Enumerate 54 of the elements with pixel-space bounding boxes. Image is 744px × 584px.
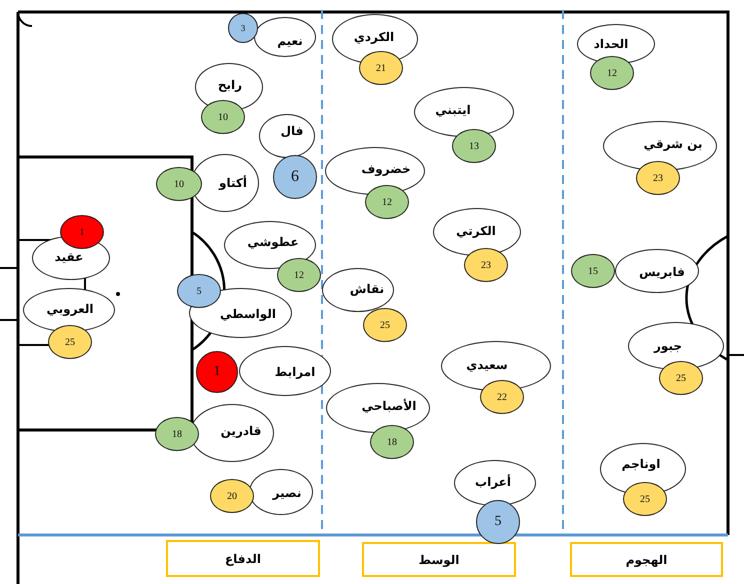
shirt-number: 21 bbox=[359, 51, 403, 85]
player-ellipse bbox=[254, 17, 316, 57]
player-name: عطوشي bbox=[247, 235, 299, 249]
player-name: عقيد bbox=[54, 250, 84, 264]
player-name: نصير bbox=[272, 486, 302, 500]
shirt-number: 18 bbox=[155, 417, 199, 451]
shirt-number: 18 bbox=[370, 425, 414, 459]
player-name: رابح bbox=[218, 78, 242, 92]
player-name: نقاش bbox=[350, 282, 384, 296]
shirt-number: 22 bbox=[480, 380, 524, 414]
shirt-number: 10 bbox=[156, 167, 202, 201]
shirt-number: 5 bbox=[476, 500, 520, 544]
shirt-number: 12 bbox=[590, 56, 634, 90]
player-name: خضروف bbox=[361, 162, 411, 176]
player-ellipse bbox=[615, 249, 699, 293]
shirt-number: 1 bbox=[196, 351, 238, 393]
player-name: فال bbox=[280, 124, 304, 138]
player-name: اوناجم bbox=[622, 457, 660, 471]
shirt-number: 15 bbox=[571, 254, 615, 288]
player-name: قادرين bbox=[220, 424, 262, 438]
player-name: الواسطي bbox=[220, 307, 276, 321]
player-name: فابريس bbox=[639, 265, 685, 279]
shirt-number: 23 bbox=[464, 248, 508, 282]
player-name: الكرتي bbox=[456, 224, 496, 238]
player-name: العروبي bbox=[46, 302, 94, 316]
zone-label: الهجوم bbox=[570, 542, 723, 577]
shirt-number: 12 bbox=[365, 185, 409, 219]
shirt-number: 25 bbox=[659, 361, 703, 395]
shirt-number: 5 bbox=[177, 274, 221, 308]
shirt-number: 1 bbox=[60, 215, 104, 249]
player-name: سعيدي bbox=[466, 358, 508, 372]
shirt-number: 20 bbox=[210, 479, 254, 513]
player-name: جبور bbox=[654, 339, 682, 353]
player-name: امرابط bbox=[274, 365, 316, 379]
shirt-number: 10 bbox=[201, 100, 245, 134]
player-name: أكتاو bbox=[219, 176, 247, 190]
shirt-number: 12 bbox=[277, 258, 321, 292]
zone-label: الدفاع bbox=[166, 540, 320, 577]
shirt-number: 3 bbox=[228, 13, 258, 43]
shirt-number: 23 bbox=[636, 161, 680, 195]
player-name: الأصباحي bbox=[362, 399, 416, 413]
shirt-number: 25 bbox=[363, 308, 407, 342]
player-name: أعراب bbox=[475, 475, 511, 489]
player-name: نعيم bbox=[277, 34, 303, 48]
shirt-number: 25 bbox=[48, 325, 92, 359]
player-ellipse bbox=[322, 268, 394, 312]
player-name: الحداد bbox=[594, 37, 628, 51]
zone-label: الوسط bbox=[362, 542, 516, 577]
shirt-number: 13 bbox=[452, 129, 496, 163]
player-name: بن شرقي bbox=[644, 137, 702, 151]
shirt-number: 25 bbox=[623, 482, 667, 516]
player-name: الكردي bbox=[354, 30, 394, 44]
shirt-number: 6 bbox=[273, 155, 317, 199]
player-name: ايتبني bbox=[435, 103, 471, 117]
